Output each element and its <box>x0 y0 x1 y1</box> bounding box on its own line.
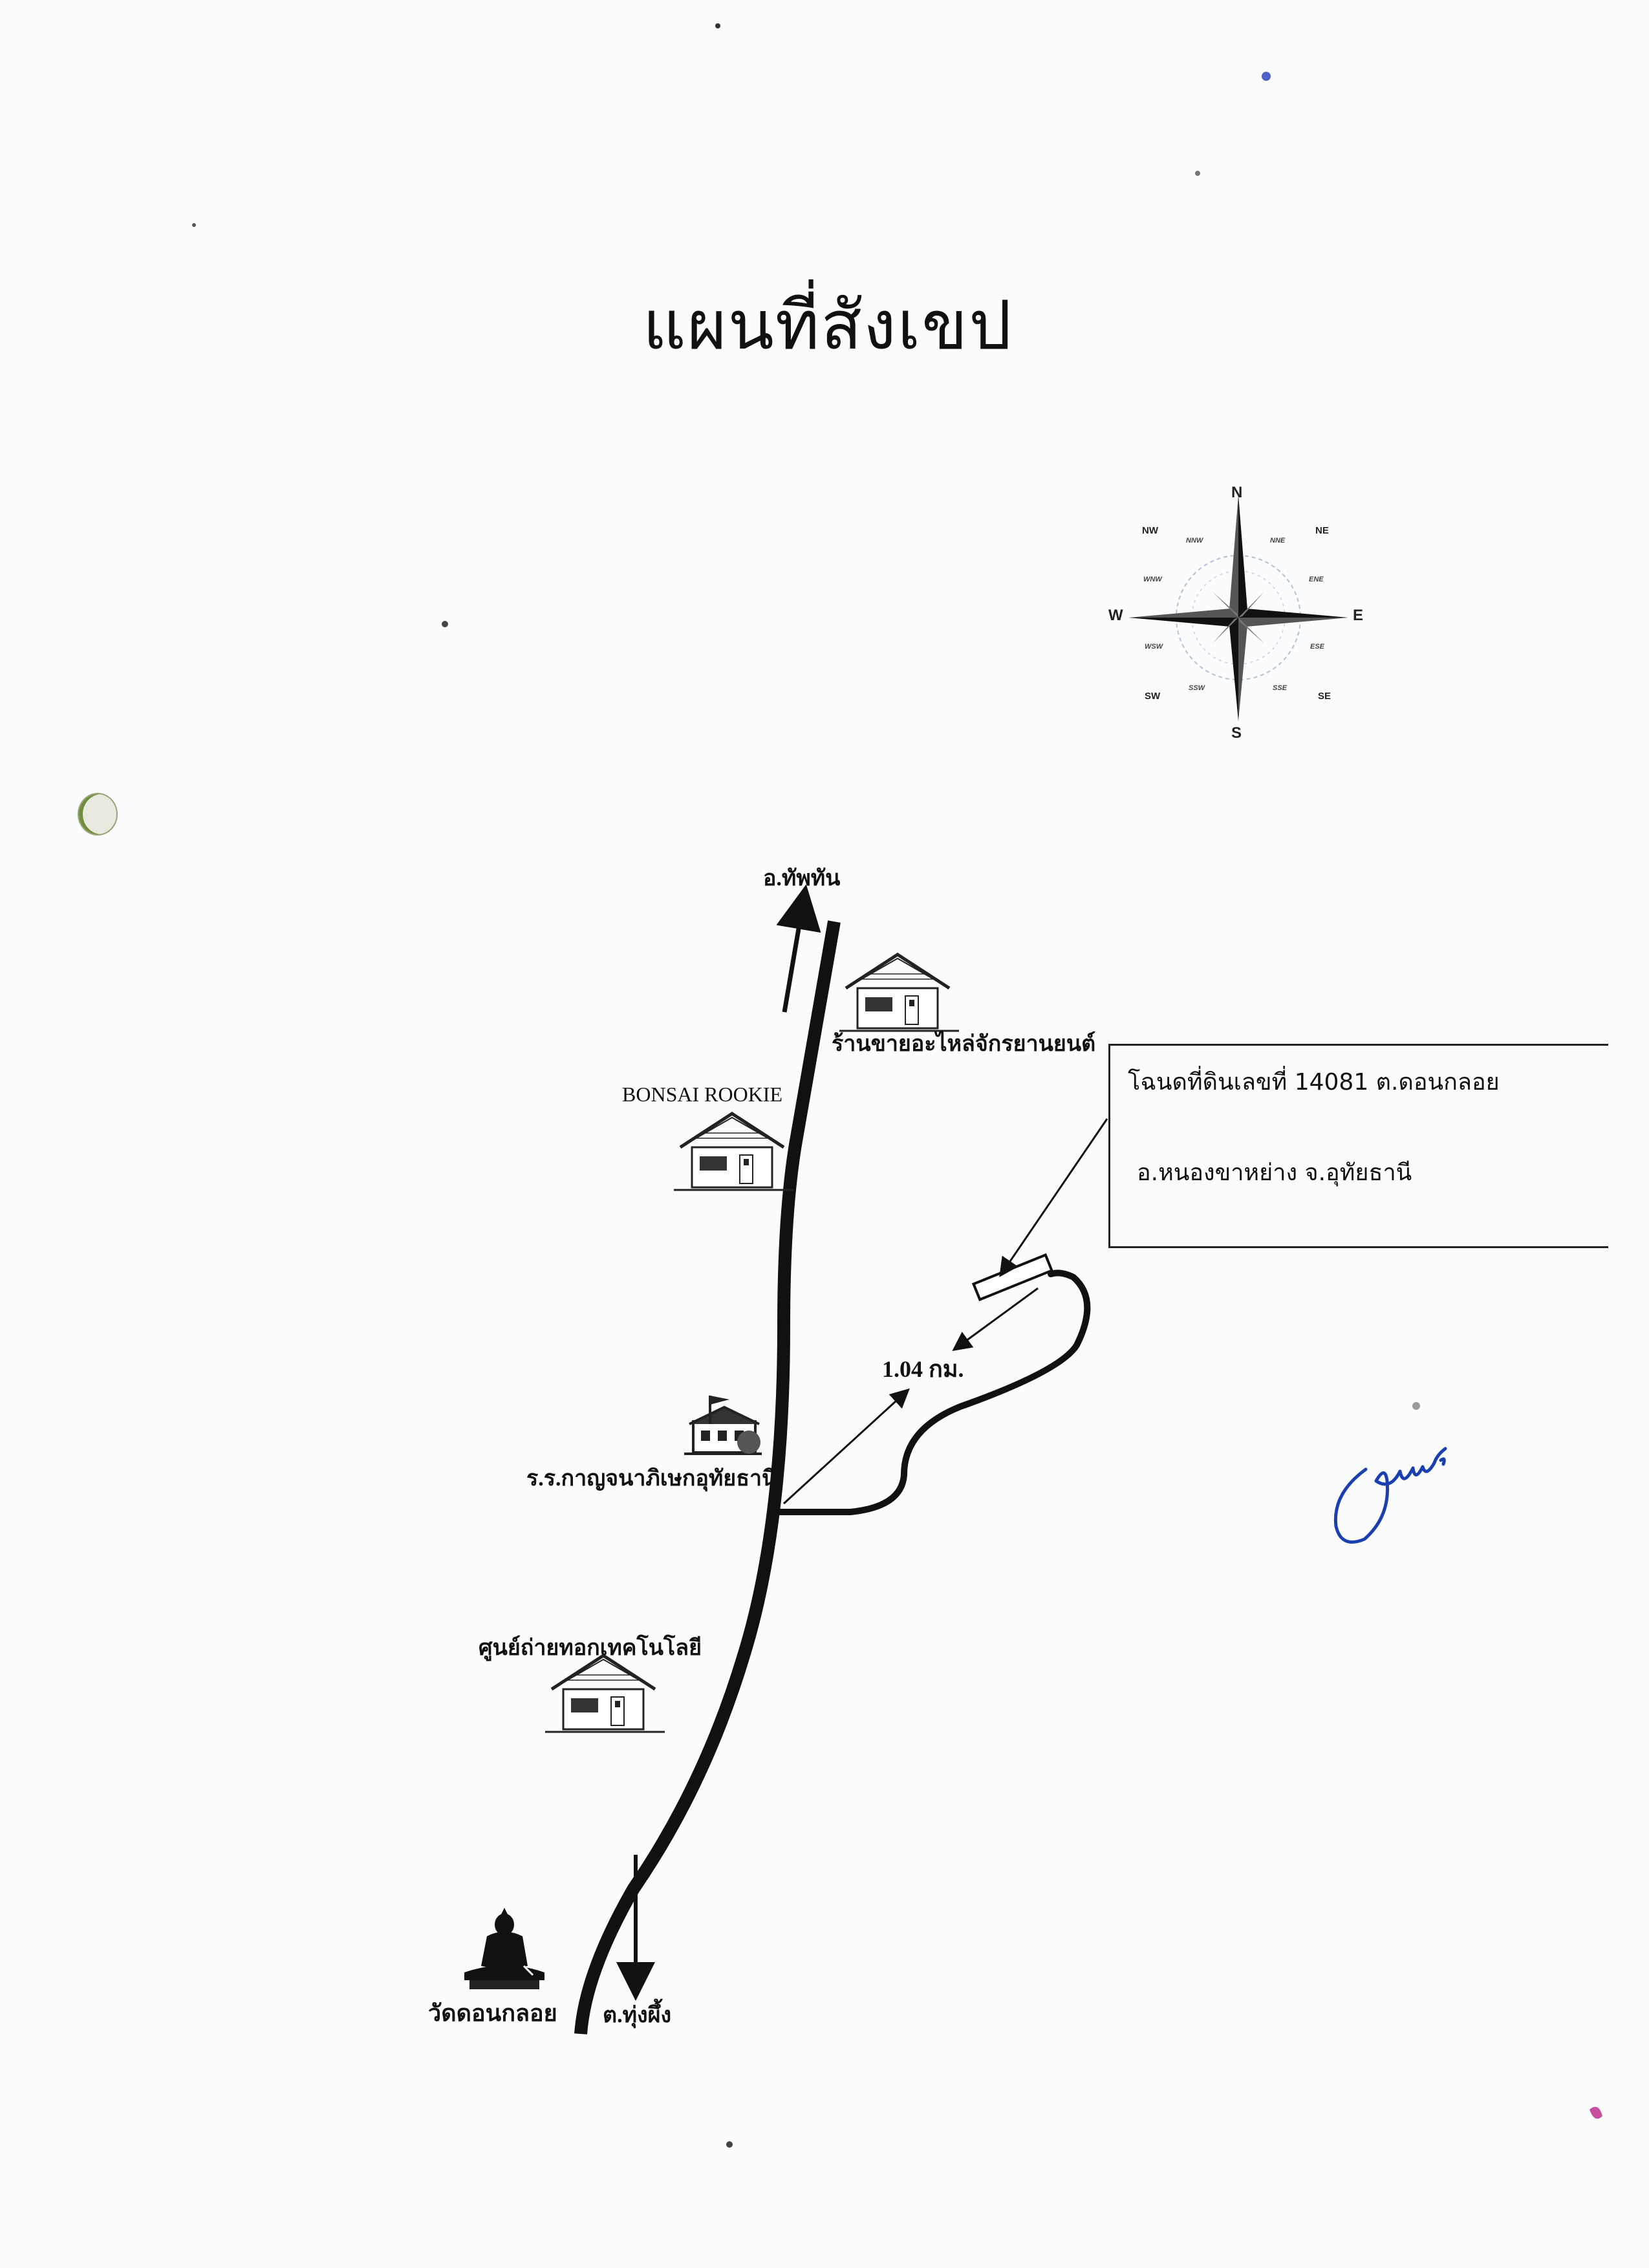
compass-wsw: WSW <box>1145 643 1163 651</box>
label-auto-parts-shop: ร้านขายอะไหล่จักรยานยนต์ <box>832 1032 1096 1056</box>
branch-road <box>776 1269 1091 1515</box>
compass-ne: NE <box>1315 525 1329 536</box>
compass-s: S <box>1231 724 1242 742</box>
punch-hole <box>79 794 116 834</box>
signature-icon <box>1333 1447 1447 1544</box>
label-north-destination: อ.ทัพทัน <box>763 867 841 891</box>
label-school: ร.ร.กาญจนาภิเษกอุทัยธานี <box>526 1467 777 1491</box>
compass-nw: NW <box>1142 525 1158 536</box>
compass-nnw: NNW <box>1186 537 1203 545</box>
compass-ene: ENE <box>1309 576 1324 583</box>
deed-line-2: อ.หนองขาหย่าง จ.อุทัยธานี <box>1137 1160 1412 1186</box>
compass-ese: ESE <box>1310 643 1325 651</box>
compass-nne: NNE <box>1270 537 1286 545</box>
distance-arrow-lower <box>782 1388 910 1505</box>
deed-info-box <box>1108 1044 1608 1248</box>
compass-sw: SW <box>1145 691 1161 702</box>
compass-w: W <box>1108 607 1123 624</box>
compass-wnw: WNW <box>1143 576 1162 583</box>
label-bonsai-rookie: BONSAI ROOKIE <box>622 1083 782 1106</box>
main-road <box>574 920 841 2035</box>
house-icon <box>674 1114 793 1190</box>
label-south-destination: ต.ทุ่งผึ้ง <box>603 2003 672 2027</box>
temple-buddha-icon <box>464 1908 544 1989</box>
land-plot <box>971 1253 1054 1302</box>
house-icon <box>545 1656 665 1732</box>
compass-e: E <box>1353 607 1364 624</box>
compass-sse: SSE <box>1273 684 1288 692</box>
distance-label: 1.04 กม. <box>882 1356 964 1382</box>
deed-pointer <box>999 1118 1108 1277</box>
house-icon <box>839 955 959 1031</box>
label-temple: วัดดอนกลอย <box>428 2000 557 2026</box>
page-title: แผนที่สังเขป <box>642 286 1013 365</box>
deed-line-1: โฉนดที่ดินเลขที่ 14081 ต.ดอนกลอย <box>1128 1069 1500 1096</box>
school-icon <box>684 1396 762 1455</box>
north-arrow-icon <box>776 884 821 1013</box>
compass-ssw: SSW <box>1189 684 1205 692</box>
distance-arrow-upper <box>952 1287 1039 1352</box>
compass-n: N <box>1231 484 1243 501</box>
compass-rose-icon <box>1128 495 1348 721</box>
label-tech-center: ศูนย์ถ่ายทอกเทคโนโลยี <box>479 1636 702 1660</box>
compass-se: SE <box>1318 691 1331 702</box>
